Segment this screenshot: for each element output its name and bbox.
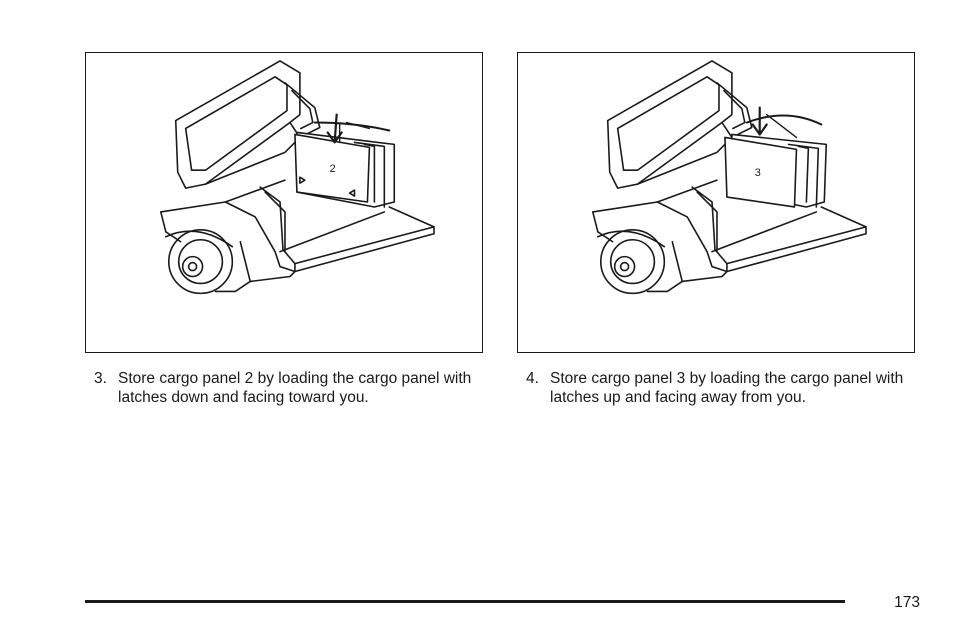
step-number: 4. <box>526 370 539 387</box>
panel-label: 3 <box>755 167 761 179</box>
step-text: Store cargo panel 2 by loading the cargo… <box>118 370 472 406</box>
truck-bed-illustration: 3 <box>592 60 867 295</box>
truck-bed-illustration: 2 <box>160 60 435 295</box>
figure-cargo-panel-2: 2 <box>85 52 483 353</box>
footer-rule <box>85 600 845 603</box>
step-text: Store cargo panel 3 by loading the cargo… <box>550 370 904 406</box>
step-4-instruction: 4. Store cargo panel 3 by loading the ca… <box>526 369 906 407</box>
panel-label: 2 <box>330 163 336 175</box>
step-number: 3. <box>94 370 107 387</box>
figure-cargo-panel-3: 3 <box>517 52 915 353</box>
step-3-instruction: 3. Store cargo panel 2 by loading the ca… <box>94 369 474 407</box>
page-number: 173 <box>894 594 920 611</box>
